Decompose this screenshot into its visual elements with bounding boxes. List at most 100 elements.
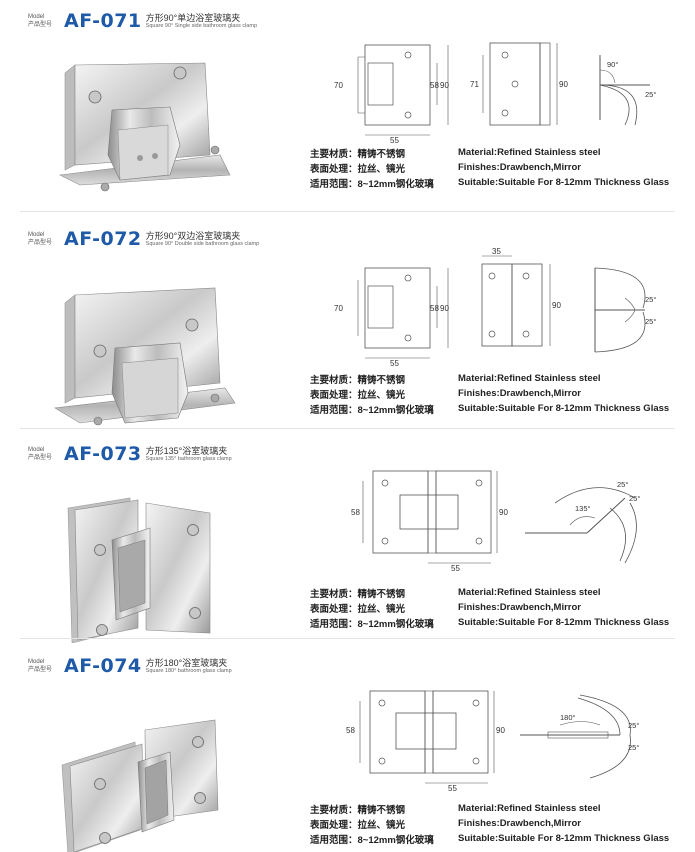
spec-scope-cn: 适用范围：8~12mm钢化玻璃 <box>310 404 434 416</box>
spec-material-cn: 主要材质：精铸不锈钢 <box>310 804 406 816</box>
angle-label: 25° <box>617 480 628 489</box>
spec-finish-en: Finishes:Drawbench,Mirror <box>458 602 581 613</box>
dim-label: 55 <box>451 564 460 573</box>
spec-scope-en: Suitable:Suitable For 8-12mm Thickness G… <box>458 403 670 414</box>
dim-label: 90 <box>559 80 568 89</box>
spec-finish-en: Finishes:Drawbench,Mirror <box>458 818 581 829</box>
spec-finish-cn: 表面处理：拉丝、镜光 <box>310 603 406 615</box>
product-title-cn: 方形90°双边浴室玻璃夹 <box>145 230 241 241</box>
spec-finish-cn: 表面处理：拉丝、镜光 <box>310 163 406 175</box>
product-title-en: Square 135° bathroom glass clamp <box>145 455 232 462</box>
spec-scope-en: Suitable:Suitable For 8-12mm Thickness G… <box>458 177 670 188</box>
technical-drawing-back: 35 90 <box>481 247 561 347</box>
product-title-en: Square 90° Double side bathroom glass cl… <box>145 240 260 247</box>
angle-diagram: 25° 25° <box>594 267 656 353</box>
model-label-cn: 产品型号 <box>28 240 53 246</box>
spec-material-en: Material:Refined Stainless steel <box>458 373 601 384</box>
dim-label: 70 <box>334 304 343 313</box>
model-code: AF-071 <box>64 10 142 32</box>
dim-label: 58 <box>346 726 355 735</box>
dim-label: 90 <box>499 508 508 517</box>
product-photo <box>61 719 219 852</box>
dim-label: 35 <box>492 247 501 256</box>
product-section-af071: Model 产品型号 AF-071 方形90°单边浴室玻璃夹 Square 90… <box>0 0 695 213</box>
angle-diagram: 90° 25° <box>599 55 656 126</box>
spec-list: 主要材质：精铸不锈钢 Material:Refined Stainless st… <box>310 585 695 630</box>
angle-label: 90° <box>607 60 618 69</box>
product-section-af074: Model 产品型号 AF-074 方形180°浴室玻璃夹 Square 180… <box>0 645 695 852</box>
dim-label: 55 <box>390 359 399 368</box>
angle-label: 25° <box>629 494 640 503</box>
model-label-cn: 产品型号 <box>28 667 53 673</box>
spec-list: 主要材质：精铸不锈钢 Material:Refined Stainless st… <box>310 145 695 190</box>
product-photo <box>58 62 231 192</box>
model-label-en: Model <box>28 659 45 665</box>
dim-label: 58 <box>430 81 439 90</box>
angle-label: 25° <box>645 295 656 304</box>
spec-list: 主要材质：精铸不锈钢 Material:Refined Stainless st… <box>310 801 695 846</box>
angle-label: 25° <box>628 721 639 730</box>
spec-finish-cn: 表面处理：拉丝、镜光 <box>310 819 406 831</box>
dim-label: 55 <box>448 784 457 793</box>
spec-material-cn: 主要材质：精铸不锈钢 <box>310 148 406 160</box>
technical-drawing-front: 58 90 55 <box>351 470 508 573</box>
dim-label: 71 <box>470 80 479 89</box>
model-code: AF-074 <box>64 655 142 677</box>
model-label-cn: 产品型号 <box>28 455 53 461</box>
divider <box>20 211 675 212</box>
model-code: AF-072 <box>64 228 142 250</box>
product-section-af073: Model 产品型号 AF-073 方形135°浴室玻璃夹 Square 135… <box>0 433 695 646</box>
model-label-en: Model <box>28 447 45 453</box>
product-title-en: Square 90° Single side bathroom glass cl… <box>145 22 258 29</box>
product-header: Model 产品型号 AF-071 方形90°单边浴室玻璃夹 Square 90… <box>28 8 257 34</box>
spec-scope-en: Suitable:Suitable For 8-12mm Thickness G… <box>458 833 670 844</box>
divider <box>20 638 675 639</box>
spec-scope-cn: 适用范围：8~12mm钢化玻璃 <box>310 618 434 630</box>
model-label-cn: 产品型号 <box>28 22 53 28</box>
product-title-en: Square 180° bathroom glass clamp <box>145 667 232 674</box>
angle-label: 25° <box>645 90 656 99</box>
angle-label: 135° <box>575 504 591 513</box>
angle-label: 25° <box>628 743 639 752</box>
product-photo <box>54 287 236 426</box>
product-header: Model 产品型号 AF-074 方形180°浴室玻璃夹 Square 180… <box>28 653 232 679</box>
technical-drawing-front: 70 58 90 55 <box>334 44 449 145</box>
dim-label: 90 <box>440 81 449 90</box>
product-photo <box>67 497 211 643</box>
model-label-en: Model <box>28 232 45 238</box>
product-title-cn: 方形90°单边浴室玻璃夹 <box>145 12 241 23</box>
model-label-en: Model <box>28 14 45 20</box>
technical-drawing-front: 70 58 90 55 <box>334 267 449 368</box>
spec-finish-cn: 表面处理：拉丝、镜光 <box>310 389 406 401</box>
spec-material-en: Material:Refined Stainless steel <box>458 803 601 814</box>
dim-label: 55 <box>390 136 399 145</box>
spec-finish-en: Finishes:Drawbench,Mirror <box>458 162 581 173</box>
angle-diagram: 135° 25° 25° <box>525 480 640 564</box>
spec-material-cn: 主要材质：精铸不锈钢 <box>310 374 406 386</box>
product-title-cn: 方形180°浴室玻璃夹 <box>145 657 228 668</box>
divider <box>20 428 675 429</box>
product-header: Model 产品型号 AF-072 方形90°双边浴室玻璃夹 Square 90… <box>28 226 259 252</box>
dim-label: 58 <box>430 304 439 313</box>
model-code: AF-073 <box>64 443 142 465</box>
product-title-cn: 方形135°浴室玻璃夹 <box>145 445 228 456</box>
spec-scope-cn: 适用范围：8~12mm钢化玻璃 <box>310 178 434 190</box>
spec-scope-cn: 适用范围：8~12mm钢化玻璃 <box>310 834 434 846</box>
technical-drawing-front: 58 90 55 <box>346 690 505 793</box>
spec-list: 主要材质：精铸不锈钢 Material:Refined Stainless st… <box>310 371 695 416</box>
spec-material-en: Material:Refined Stainless steel <box>458 587 601 598</box>
spec-scope-en: Suitable:Suitable For 8-12mm Thickness G… <box>458 617 670 628</box>
spec-material-en: Material:Refined Stainless steel <box>458 147 601 158</box>
dim-label: 90 <box>440 304 449 313</box>
dim-label: 90 <box>496 726 505 735</box>
product-header: Model 产品型号 AF-073 方形135°浴室玻璃夹 Square 135… <box>28 441 232 467</box>
angle-label: 25° <box>645 317 656 326</box>
dim-label: 58 <box>351 508 360 517</box>
technical-drawing-back: 71 90 <box>470 42 568 126</box>
angle-diagram: 180° 25° 25° <box>520 694 639 779</box>
dim-label: 90 <box>552 301 561 310</box>
spec-finish-en: Finishes:Drawbench,Mirror <box>458 388 581 399</box>
product-section-af072: Model 产品型号 AF-072 方形90°双边浴室玻璃夹 Square 90… <box>0 218 695 431</box>
dim-label: 70 <box>334 81 343 90</box>
angle-label: 180° <box>560 713 576 722</box>
